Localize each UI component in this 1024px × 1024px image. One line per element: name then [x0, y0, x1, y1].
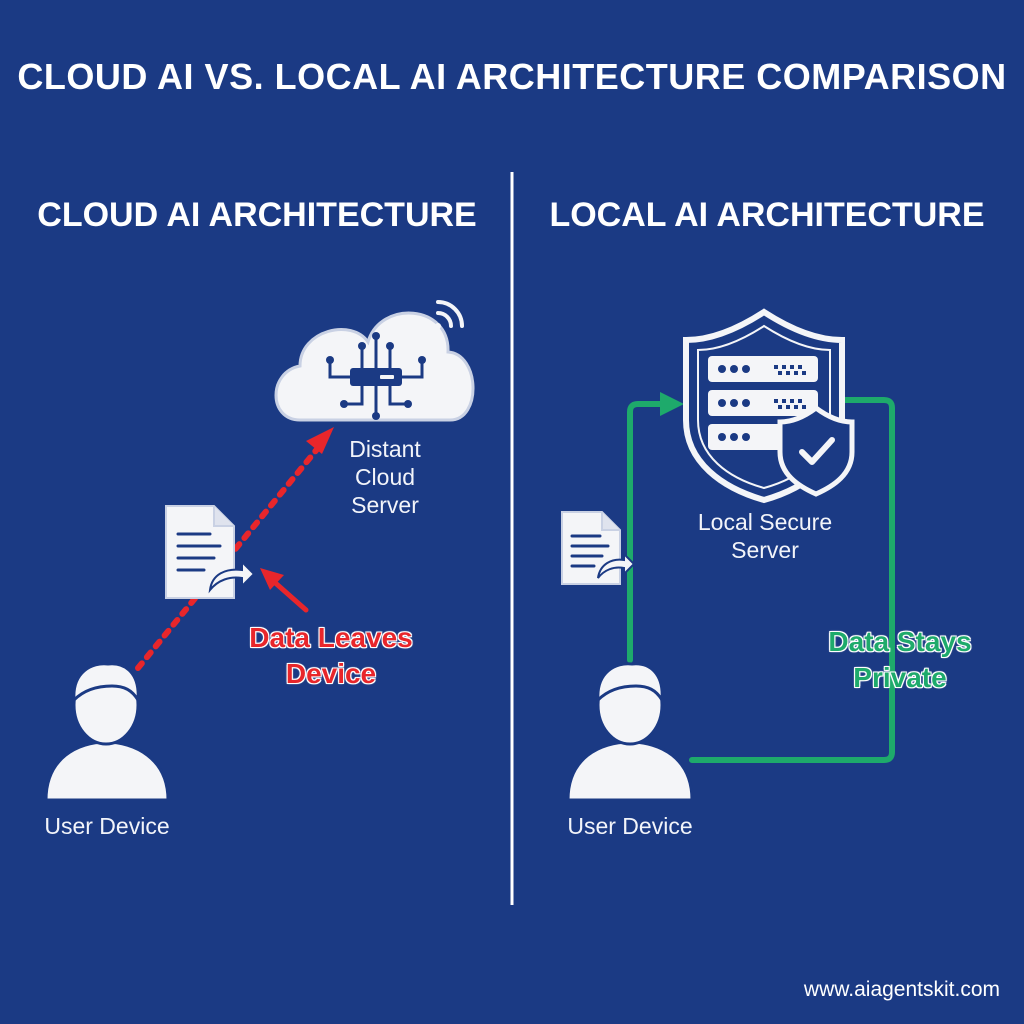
data-flow-arrowhead-cloud: [306, 427, 334, 454]
data-flow-arrowhead-local: [660, 392, 684, 416]
user-device-icon-local: [566, 662, 694, 802]
cloud-user-label: User Device: [44, 813, 170, 839]
shield-server-icon: [683, 308, 855, 504]
cloud-server-icon: [274, 311, 475, 422]
cloud-section-heading: CLOUD AI ARCHITECTURE: [37, 196, 477, 234]
document-icon-cloud: [165, 505, 256, 599]
callout-arrowhead-cloud: [260, 568, 284, 590]
data-flow-loop-local: [627, 397, 895, 763]
local-server-label: Local Secure Server: [697, 509, 833, 563]
cloud-callout: Data Leaves Device: [249, 622, 413, 690]
page-title: CLOUD AI VS. LOCAL AI ARCHITECTURE COMPA…: [17, 56, 1007, 97]
cloud-server-label: Distant Cloud Server: [349, 436, 421, 518]
user-device-icon-cloud: [44, 662, 170, 802]
wifi-signal-icon: [435, 300, 464, 329]
callout-arrow-cloud: [269, 577, 309, 613]
shield-check-icon: [777, 404, 855, 497]
local-callout: Data Stays Private: [828, 626, 972, 694]
local-user-label: User Device: [567, 813, 693, 839]
footer-url: www.aiagentskit.com: [803, 978, 1000, 1001]
document-icon-local: [561, 511, 636, 585]
local-section-heading: LOCAL AI ARCHITECTURE: [549, 196, 985, 234]
